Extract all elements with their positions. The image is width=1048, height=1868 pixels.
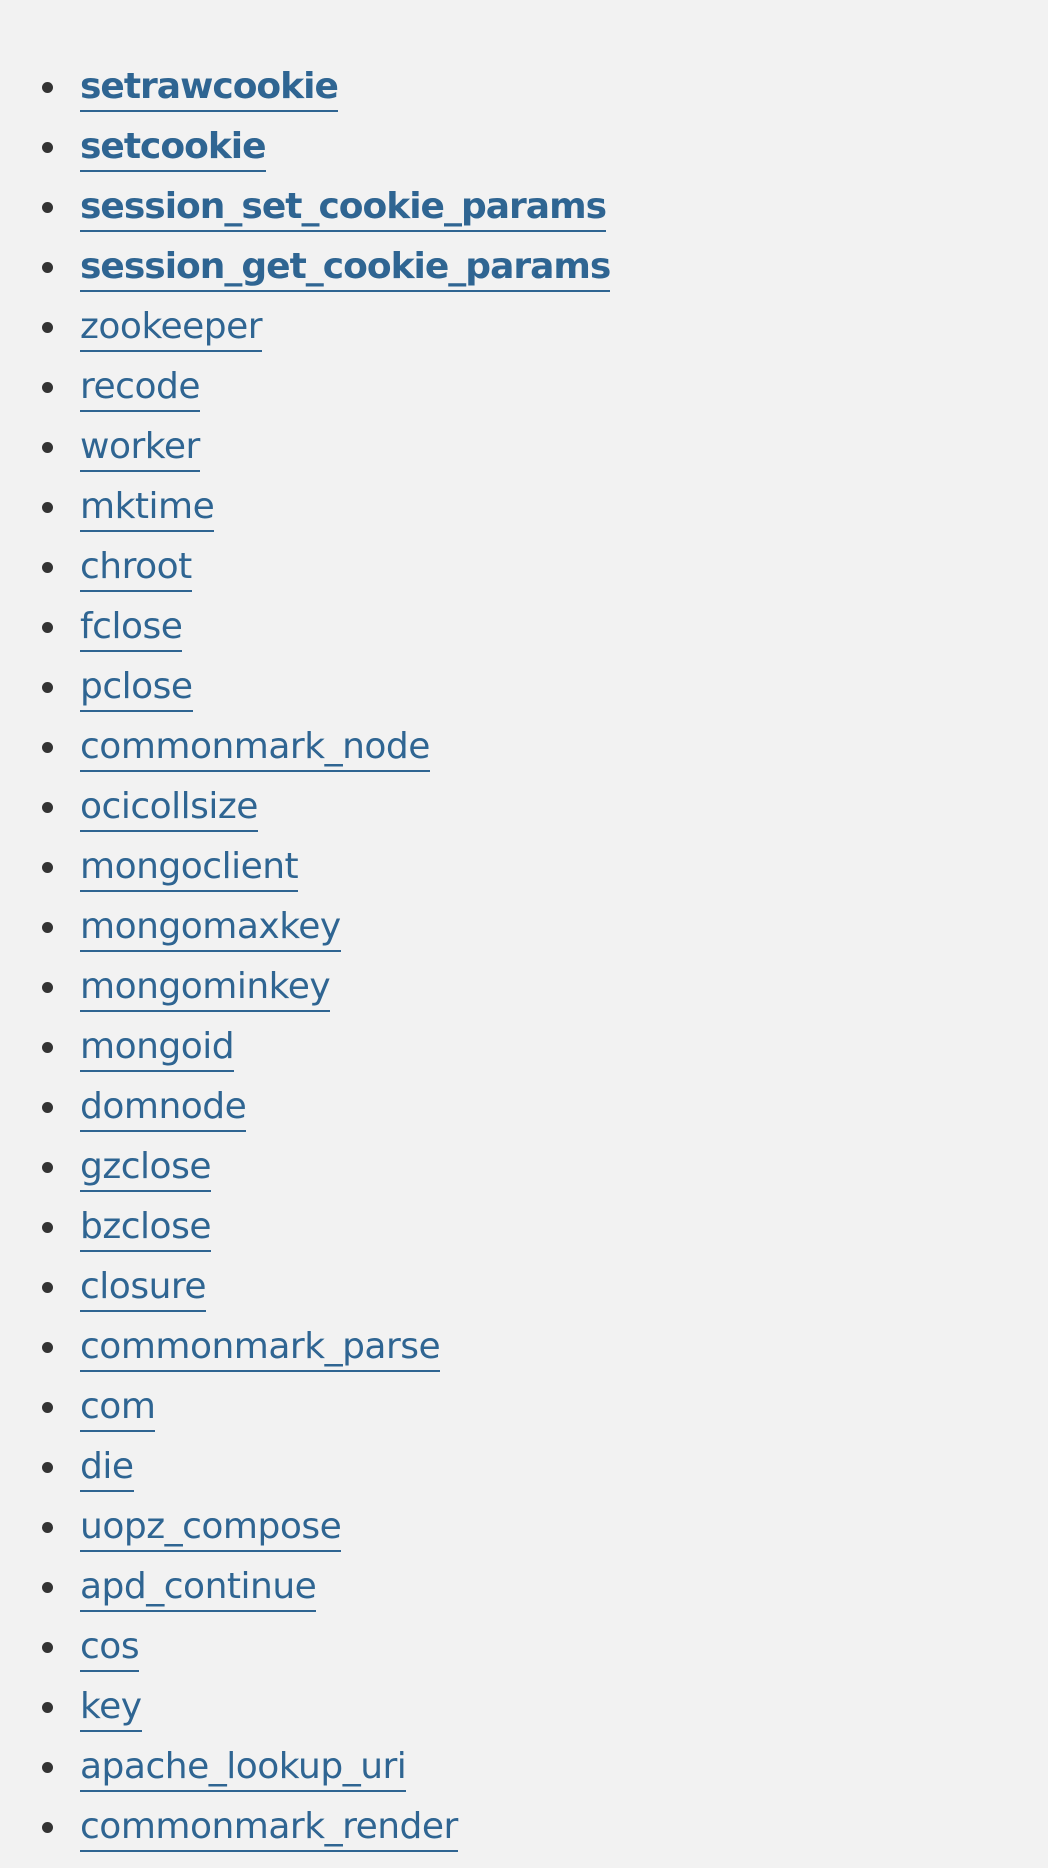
list-item: key <box>0 1677 1048 1737</box>
list-item: commonmark_parse <box>0 1317 1048 1377</box>
result-link-commonmark-parse[interactable]: commonmark_parse <box>80 1326 441 1372</box>
bullet-icon <box>42 1162 53 1173</box>
result-link-uopz-compose[interactable]: uopz_compose <box>80 1506 342 1552</box>
bullet-icon <box>42 682 53 693</box>
result-link-pclose[interactable]: pclose <box>80 666 193 712</box>
result-link-worker[interactable]: worker <box>80 426 200 472</box>
list-item: mongoid <box>0 1017 1048 1077</box>
bullet-icon <box>42 502 53 513</box>
bullet-icon <box>42 1402 53 1413</box>
result-link-setrawcookie[interactable]: setrawcookie <box>80 66 339 112</box>
bullet-icon <box>42 1642 53 1653</box>
list-item: setcookie <box>0 117 1048 177</box>
list-item: chroot <box>0 537 1048 597</box>
list-item: gzclose <box>0 1137 1048 1197</box>
result-link-mongoclient[interactable]: mongoclient <box>80 846 299 892</box>
result-link-die[interactable]: die <box>80 1446 134 1492</box>
bullet-icon <box>42 1102 53 1113</box>
result-link-apache-lookup-uri[interactable]: apache_lookup_uri <box>80 1746 407 1792</box>
result-link-chroot[interactable]: chroot <box>80 546 192 592</box>
search-results-list: setrawcookie setcookie session_set_cooki… <box>0 57 1048 1857</box>
list-item: commonmark_render <box>0 1797 1048 1857</box>
result-link-setcookie[interactable]: setcookie <box>80 126 267 172</box>
bullet-icon <box>42 1342 53 1353</box>
bullet-icon <box>42 1282 53 1293</box>
bullet-icon <box>42 1042 53 1053</box>
result-link-closure[interactable]: closure <box>80 1266 207 1312</box>
result-link-domnode[interactable]: domnode <box>80 1086 247 1132</box>
bullet-icon <box>42 1222 53 1233</box>
list-item: uopz_compose <box>0 1497 1048 1557</box>
bullet-icon <box>42 262 53 273</box>
result-link-mongomaxkey[interactable]: mongomaxkey <box>80 906 341 952</box>
bullet-icon <box>42 1522 53 1533</box>
bullet-icon <box>42 322 53 333</box>
list-item: mktime <box>0 477 1048 537</box>
result-link-cos[interactable]: cos <box>80 1626 140 1672</box>
result-link-session-set-cookie-params[interactable]: session_set_cookie_params <box>80 186 607 232</box>
bullet-icon <box>42 1762 53 1773</box>
bullet-icon <box>42 82 53 93</box>
list-item: cos <box>0 1617 1048 1677</box>
list-item: die <box>0 1437 1048 1497</box>
bullet-icon <box>42 202 53 213</box>
bullet-icon <box>42 142 53 153</box>
list-item: mongomaxkey <box>0 897 1048 957</box>
bullet-icon <box>42 862 53 873</box>
list-item: setrawcookie <box>0 57 1048 117</box>
list-item: worker <box>0 417 1048 477</box>
result-link-commonmark-node[interactable]: commonmark_node <box>80 726 430 772</box>
bullet-icon <box>42 922 53 933</box>
list-item: zookeeper <box>0 297 1048 357</box>
result-link-key[interactable]: key <box>80 1686 142 1732</box>
bullet-icon <box>42 742 53 753</box>
result-link-zookeeper[interactable]: zookeeper <box>80 306 263 352</box>
list-item: mongoclient <box>0 837 1048 897</box>
bullet-icon <box>42 982 53 993</box>
result-link-mongoid[interactable]: mongoid <box>80 1026 235 1072</box>
list-item: commonmark_node <box>0 717 1048 777</box>
list-item: com <box>0 1377 1048 1437</box>
list-item: mongominkey <box>0 957 1048 1017</box>
result-link-bzclose[interactable]: bzclose <box>80 1206 211 1252</box>
list-item: pclose <box>0 657 1048 717</box>
bullet-icon <box>42 1702 53 1713</box>
list-item: recode <box>0 357 1048 417</box>
list-item: domnode <box>0 1077 1048 1137</box>
bullet-icon <box>42 442 53 453</box>
list-item: apache_lookup_uri <box>0 1737 1048 1797</box>
list-item: fclose <box>0 597 1048 657</box>
result-link-gzclose[interactable]: gzclose <box>80 1146 211 1192</box>
result-link-recode[interactable]: recode <box>80 366 200 412</box>
bullet-icon <box>42 802 53 813</box>
bullet-icon <box>42 382 53 393</box>
result-link-mktime[interactable]: mktime <box>80 486 215 532</box>
result-link-apd-continue[interactable]: apd_continue <box>80 1566 317 1612</box>
list-item: closure <box>0 1257 1048 1317</box>
bullet-icon <box>42 622 53 633</box>
list-item: bzclose <box>0 1197 1048 1257</box>
result-link-commonmark-render[interactable]: commonmark_render <box>80 1806 458 1852</box>
bullet-icon <box>42 562 53 573</box>
result-link-ocicollsize[interactable]: ocicollsize <box>80 786 258 832</box>
result-link-com[interactable]: com <box>80 1386 156 1432</box>
list-item: session_get_cookie_params <box>0 237 1048 297</box>
result-link-mongominkey[interactable]: mongominkey <box>80 966 331 1012</box>
result-link-fclose[interactable]: fclose <box>80 606 183 652</box>
bullet-icon <box>42 1462 53 1473</box>
list-item: apd_continue <box>0 1557 1048 1617</box>
result-link-session-get-cookie-params[interactable]: session_get_cookie_params <box>80 246 611 292</box>
list-item: session_set_cookie_params <box>0 177 1048 237</box>
bullet-icon <box>42 1822 53 1833</box>
list-item: ocicollsize <box>0 777 1048 837</box>
bullet-icon <box>42 1582 53 1593</box>
